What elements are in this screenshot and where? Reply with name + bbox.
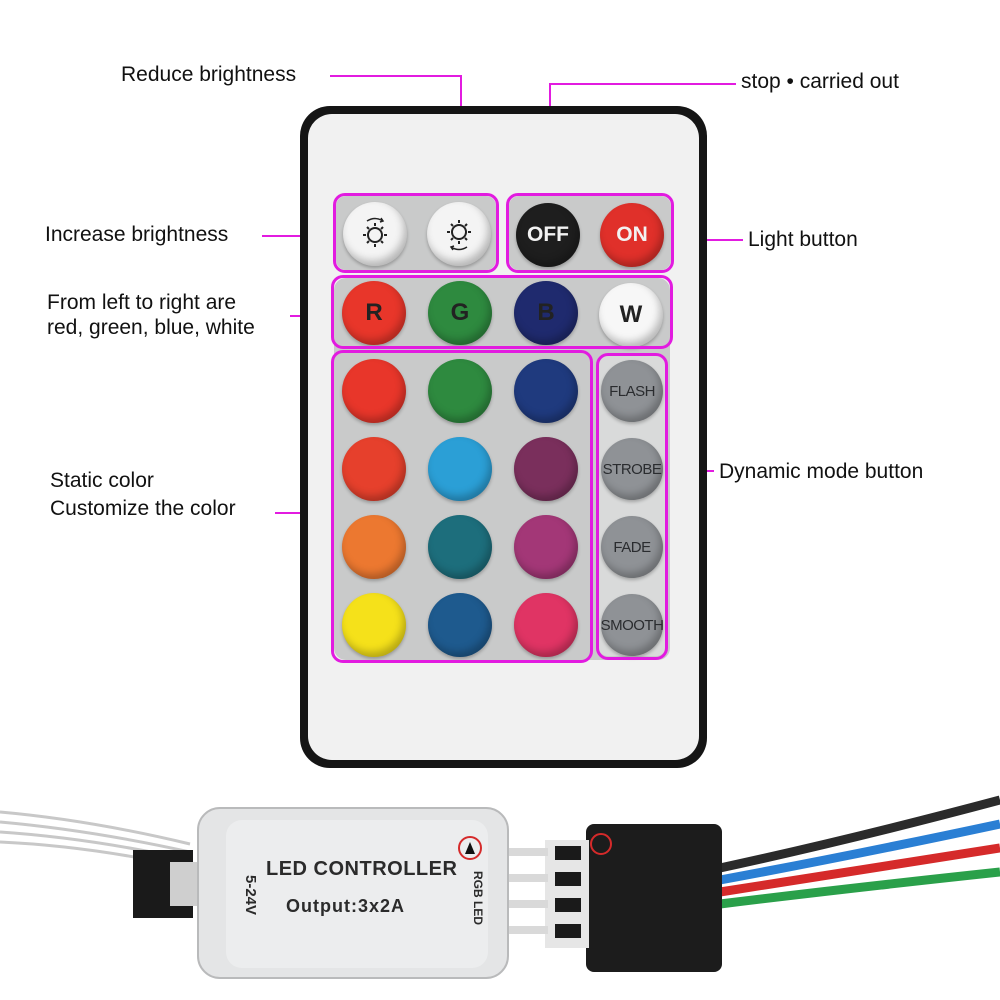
color-button-r3-c2[interactable] [428,515,492,579]
color-button-r1-c3[interactable] [514,359,578,423]
strobe-button[interactable]: STROBE [601,438,663,500]
controller-voltage: 5-24V [242,874,259,916]
pin1-marker-icon [590,833,612,855]
label-dynamic-mode: Dynamic mode button [719,460,924,483]
color-button-r4-c3[interactable] [514,593,578,657]
color-button-r3-c3[interactable] [514,515,578,579]
on-button[interactable]: ON [600,203,664,267]
leader-line-stop-h [550,83,736,85]
output-connector [586,824,722,972]
highlight-static-colors [331,350,593,663]
rgb-wires [719,795,1000,909]
flash-button[interactable]: FLASH [601,360,663,422]
label-light-button: Light button [748,228,858,251]
highlight-brightness [333,193,499,273]
red-button[interactable]: R [342,281,406,345]
label-rgbw-line2: red, green, blue, white [47,316,255,339]
controller-title: LED CONTROLLER [266,858,458,880]
brightness-down-button[interactable] [427,202,491,266]
green-button[interactable]: G [428,281,492,345]
color-button-r4-c1[interactable] [342,593,406,657]
white-button[interactable]: W [599,283,663,347]
controller-side-label: RGB LED [471,871,485,925]
color-button-r1-c2[interactable] [428,359,492,423]
brightness-up-icon [363,217,387,247]
controller-label-area [226,820,488,968]
color-button-r2-c1[interactable] [342,437,406,501]
label-static-color: Static color [50,469,154,492]
highlight-power [506,193,674,273]
label-customize-color: Customize the color [50,497,236,520]
color-button-r4-c2[interactable] [428,593,492,657]
highlight-rgbw [331,275,673,349]
color-button-r2-c2[interactable] [428,437,492,501]
label-increase-brightness: Increase brightness [45,223,229,246]
brightness-up-button[interactable] [343,202,407,266]
label-reduce-brightness: Reduce brightness [121,63,297,86]
off-button[interactable]: OFF [516,203,580,267]
label-rgbw-line1: From left to right are [47,291,237,314]
controller-scene [0,795,1000,979]
color-button-r2-c3[interactable] [514,437,578,501]
highlight-modes [596,353,668,660]
pin-marker-circle-icon [458,836,482,860]
leader-line-reduce-h [330,75,462,77]
color-button-r1-c1[interactable] [342,359,406,423]
color-button-r3-c1[interactable] [342,515,406,579]
brightness-down-icon [447,220,471,251]
smooth-button[interactable]: SMOOTH [601,594,664,656]
input-pins [170,862,198,906]
blue-button[interactable]: B [514,281,578,345]
controller-output: Output:3x2A [286,896,405,916]
label-stop-carried-out: stop • carried out [741,70,899,93]
arrow-icon [465,842,475,854]
fade-button[interactable]: FADE [601,516,663,578]
